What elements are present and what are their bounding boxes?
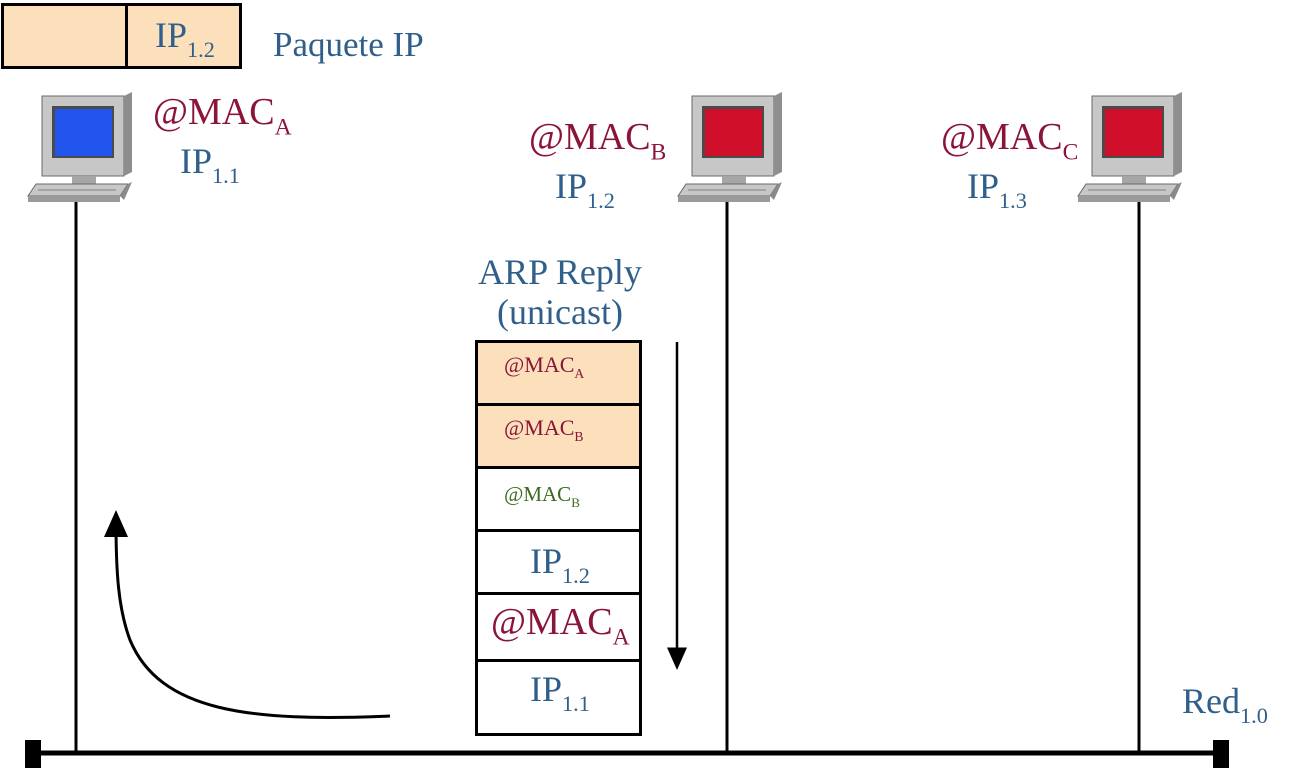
- bus-terminator-left: [25, 740, 41, 768]
- host-b-ip-label: IP1.2: [555, 166, 615, 214]
- host-b-mac-label: @MACB: [529, 116, 667, 166]
- arp-sender-ip-text: IP1.2: [530, 541, 590, 589]
- arp-target-mac-text: @MACA: [491, 601, 630, 651]
- arp-target-ip-text: IP1.1: [530, 669, 590, 717]
- host-a-ip-label: IP1.1: [180, 141, 240, 189]
- host-b-screen: [705, 109, 762, 156]
- bus-terminator-right: [1213, 740, 1229, 768]
- reply-delivery-arrow: [104, 510, 391, 719]
- host-c-mac-label: @MACC: [941, 116, 1079, 166]
- arp-sender-mac-text: @MACB: [504, 482, 580, 510]
- packet-ip-label: IP1.2: [155, 15, 215, 63]
- packet-data-cell: [1, 3, 128, 69]
- host-a-screen: [55, 109, 112, 156]
- reply-title-line2: (unicast): [497, 292, 623, 332]
- reply-title: ARP Reply (unicast): [460, 252, 660, 332]
- packet-caption: Paquete IP: [273, 25, 424, 64]
- host-a-mac-label: @MACA: [153, 91, 292, 141]
- host-c-ip-label: IP1.3: [967, 166, 1027, 214]
- reply-title-line1: ARP Reply: [478, 252, 642, 292]
- frame-src-mac-text: @MACB: [504, 415, 584, 445]
- frame-src-mac-cell: [475, 403, 642, 469]
- frame-dest-mac-text: @MACA: [504, 352, 585, 382]
- packet-ip-cell: [125, 3, 242, 69]
- network-label: Red1.0: [1182, 681, 1268, 729]
- host-c-screen: [1105, 109, 1162, 156]
- arp-target-ip-cell: [475, 659, 642, 736]
